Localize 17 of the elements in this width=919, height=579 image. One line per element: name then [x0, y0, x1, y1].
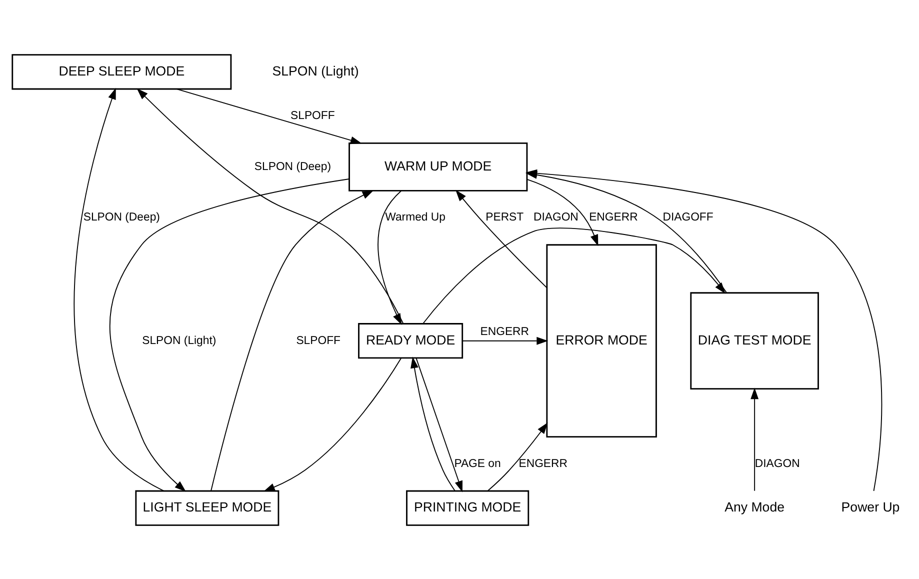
- edge-label: PERST: [486, 211, 524, 224]
- edge-label: ENGERR: [518, 457, 568, 470]
- edge-label: DIAGON: [754, 457, 800, 470]
- edge-label: ENGERR: [480, 325, 530, 338]
- edge-label: DIAGOFF: [662, 211, 714, 224]
- edge-label: DIAGON: [533, 211, 578, 224]
- edge-label: ENGERR: [589, 211, 638, 224]
- edge-label: SLPON (Deep): [83, 211, 160, 224]
- edge-label: SLPON (Deep): [254, 160, 332, 172]
- edge-label: SLPOFF: [290, 110, 335, 122]
- edge-label: SLPOFF: [296, 334, 341, 346]
- node-text: Any Mode: [724, 499, 785, 514]
- edge-label: Warmed Up: [385, 211, 446, 224]
- edge-label: PAGE on: [454, 457, 501, 470]
- label: SLPON (Light): [272, 62, 359, 78]
- node-text: Power Up: [841, 499, 900, 514]
- edge-label: SLPON (Light): [142, 334, 216, 346]
